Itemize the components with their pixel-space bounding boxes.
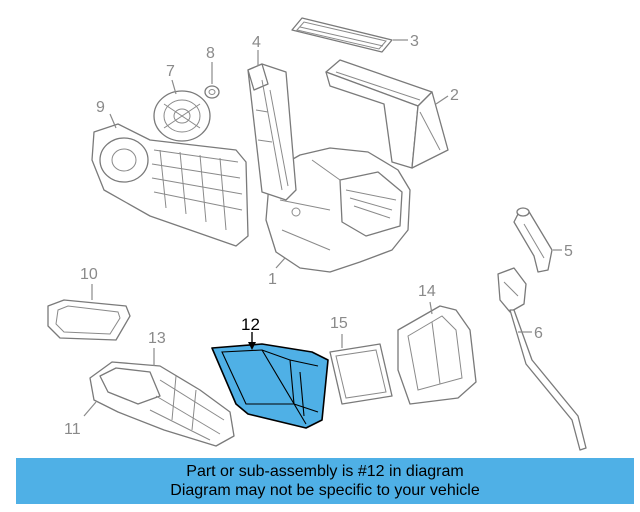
part-12-highlighted[interactable] — [211, 343, 329, 429]
callout-13: 13 — [148, 330, 166, 347]
part-7-blower-motor[interactable] — [153, 90, 211, 142]
callout-14: 14 — [418, 283, 436, 300]
part-8-clip[interactable] — [204, 85, 220, 99]
banner-line-2: Diagram may not be specific to your vehi… — [170, 482, 480, 499]
part-10-gasket[interactable] — [47, 299, 131, 341]
callout-5: 5 — [564, 243, 573, 260]
callout-10: 10 — [80, 266, 98, 283]
callout-4: 4 — [252, 34, 261, 51]
callout-2: 2 — [450, 87, 459, 104]
part-6-drain-tube[interactable] — [497, 267, 587, 451]
part-9-blower-housing[interactable] — [91, 123, 249, 247]
part-15-filter[interactable] — [329, 343, 393, 405]
callout-8: 8 — [206, 45, 215, 62]
callout-7: 7 — [166, 63, 175, 80]
part-3-filter-frame[interactable] — [291, 17, 393, 53]
part-2-duct[interactable] — [325, 59, 449, 169]
part-4-case[interactable] — [247, 63, 297, 201]
part-14-filter-cover[interactable] — [397, 305, 477, 405]
callout-3: 3 — [410, 33, 419, 50]
part-5-elbow-hose[interactable] — [513, 207, 553, 273]
callout-1: 1 — [268, 271, 277, 288]
banner-line-1: Part or sub-assembly is #12 in diagram — [186, 463, 464, 480]
callout-9: 9 — [96, 99, 105, 116]
callout-6: 6 — [534, 325, 543, 342]
part-11-13-intake-housing[interactable] — [89, 361, 235, 447]
part-1-housing[interactable] — [265, 147, 411, 273]
callout-11: 11 — [64, 421, 81, 438]
info-banner: Part or sub-assembly is #12 in diagram D… — [16, 458, 634, 504]
callout-15: 15 — [330, 315, 348, 332]
callout-12: 12 — [241, 315, 260, 334]
